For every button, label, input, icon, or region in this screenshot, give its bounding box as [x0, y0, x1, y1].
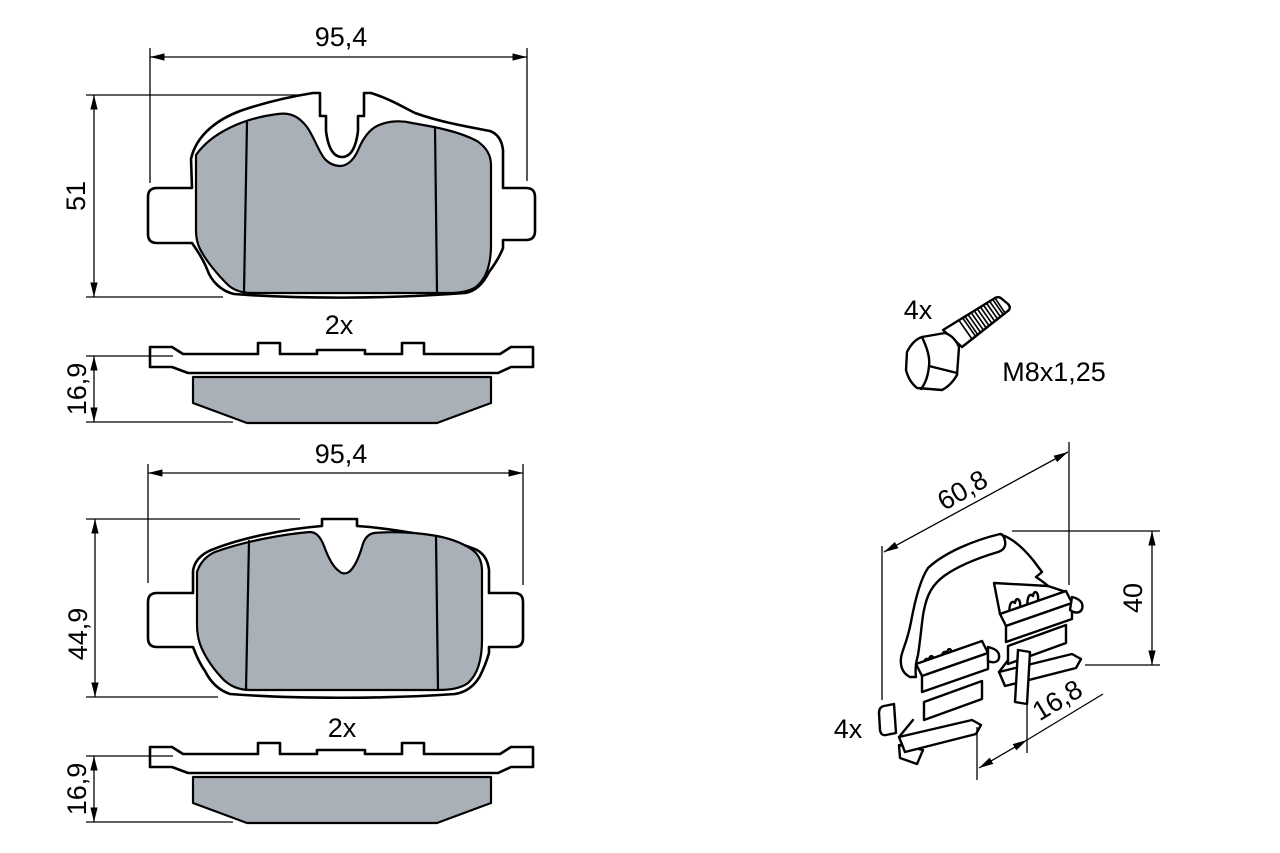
bolt-quantity-label: 4x — [904, 295, 933, 325]
clip-center-web — [1013, 648, 1032, 706]
clip-upper-rail-front — [1004, 601, 1074, 644]
bolt-shaft — [941, 296, 1011, 349]
clip-depth-dimension: 16,8 — [976, 674, 1104, 780]
pad1-thickness-label: 16,9 — [62, 363, 92, 416]
pad2-front-view: 95,4 44,9 — [63, 439, 525, 700]
clip-lower-flange — [897, 718, 983, 754]
clip-lower-rail-bump — [986, 645, 1001, 664]
pad1-friction-divider-left — [242, 120, 249, 295]
clip-upper-rail-bump — [1068, 595, 1084, 614]
pad1-height-label: 51 — [61, 181, 91, 211]
bolt-hex-head — [904, 331, 961, 392]
pad2-friction-divider-left — [244, 539, 251, 692]
clip-left-end-tab — [877, 702, 898, 737]
pad2-side-view: 2x 16,9 — [62, 713, 535, 825]
pad2-height-label: 44,9 — [63, 608, 93, 661]
pad2-width-label: 95,4 — [315, 439, 368, 469]
pad2-height-dimension: 44,9 — [63, 518, 300, 698]
clip-drawing: 60,8 40 16,8 4x — [834, 442, 1160, 780]
pad1-friction-divider-right — [433, 125, 439, 295]
pad2-thickness-dimension: 16,9 — [62, 755, 233, 823]
pad2-thickness-label: 16,9 — [62, 763, 92, 816]
pad1-thickness-dimension: 16,9 — [62, 355, 233, 423]
pad2-friction-material — [195, 530, 484, 692]
pad2-quantity-label: 2x — [328, 713, 357, 743]
bolt-drawing: 4x M8x1,25 — [904, 295, 1106, 392]
clip-lower-flange-bend — [897, 718, 915, 739]
bolt-threads — [957, 297, 1008, 340]
pad1-width-dimension: 95,4 — [149, 22, 528, 183]
pad1-quantity-label: 2x — [325, 310, 354, 340]
pad2-width-dimension: 95,4 — [147, 439, 524, 585]
bolt-thread-spec-label: M8x1,25 — [1002, 357, 1106, 387]
pad1-width-label: 95,4 — [315, 22, 368, 52]
pad2-friction-divider-right — [434, 534, 440, 692]
clip-height-label: 40 — [1118, 583, 1148, 613]
clip-height-dimension: 40 — [1012, 530, 1160, 666]
clip-depth-label: 16,8 — [1027, 674, 1088, 727]
pad2-side-friction — [191, 775, 493, 825]
clip-lower-rail-front — [920, 651, 990, 694]
clip-quantity-label: 4x — [834, 714, 863, 744]
pad1-side-friction — [191, 375, 493, 425]
pad2-side-backing-plate — [148, 741, 535, 775]
pad1-side-backing-plate — [148, 341, 535, 375]
clip-length-label: 60,8 — [932, 464, 993, 516]
pad1-friction-material — [194, 112, 493, 295]
pad1-side-view: 2x 16,9 — [62, 310, 535, 425]
clip-strap-connector — [1000, 533, 1050, 588]
pad1-height-dimension: 51 — [61, 94, 303, 298]
pad1-front-view: 95,4 51 — [61, 22, 537, 299]
clip-lower-body — [922, 679, 984, 722]
bolt-head-facet-lines — [919, 335, 959, 391]
